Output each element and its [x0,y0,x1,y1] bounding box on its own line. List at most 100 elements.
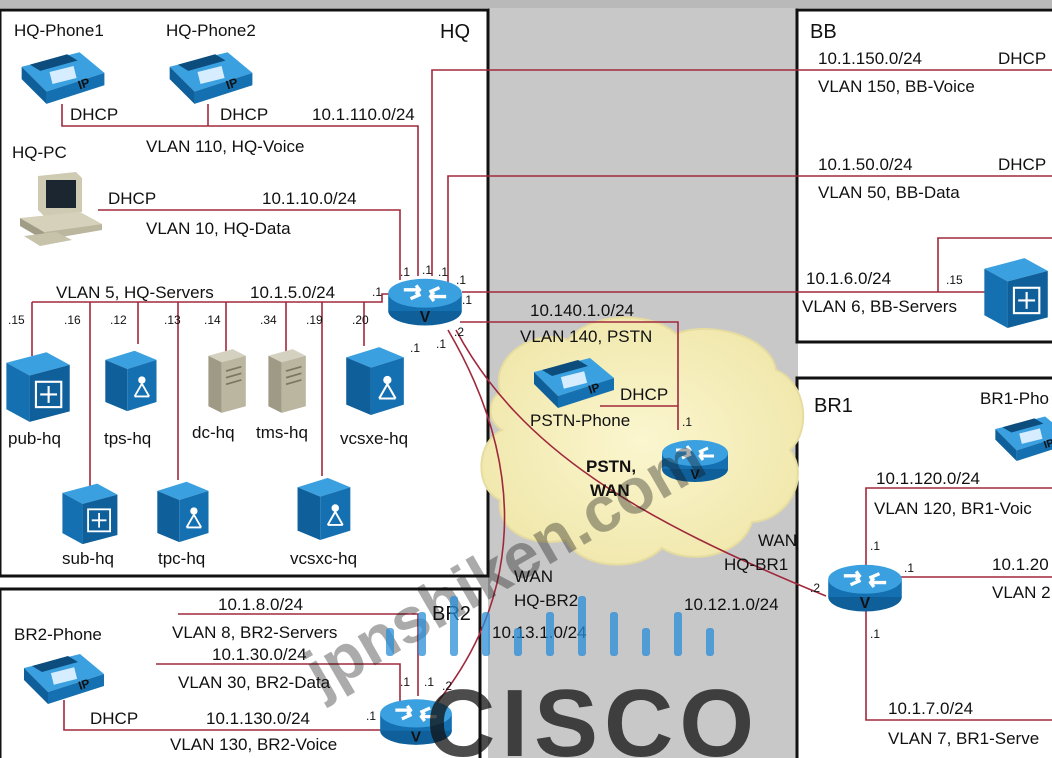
link-br2-data [156,663,401,702]
site-title-br1: BR1 [814,395,853,417]
bb-server-host: .15 [946,273,963,287]
host-16: .16 [64,313,81,327]
pstn-dhcp: DHCP [620,385,668,404]
hq-phone2-dhcp: DHCP [220,105,268,124]
hq-phone2-label: HQ-Phone2 [166,21,256,40]
link-hq-bb-voice [431,69,1052,276]
br2-data-vlan: VLAN 30, BR2-Data [178,673,331,692]
hq-iface-h: .2 [454,325,464,339]
hq-pc-label: HQ-PC [12,143,67,162]
bb-voice-vlan: VLAN 150, BB-Voice [818,77,975,96]
host-20: .20 [352,313,369,327]
hq-iface-f: .1 [462,293,472,307]
hq-iface-c: .1 [438,265,448,279]
br2-iface-d: .1 [366,709,376,723]
hq-iface-a: .1 [400,265,410,279]
link-hq-servers-bus [32,293,392,303]
bb-servers-vlan: VLAN 6, BB-Servers [802,297,957,316]
br1-servers-vlan: VLAN 7, BR1-Serve [888,729,1039,748]
hq-voice-subnet: 10.1.110.0/24 [312,105,415,124]
br1-voice-vlan: VLAN 120, BR1-Voic [874,499,1032,518]
cisco-logo-bars [386,596,714,656]
dc-hq-icon[interactable] [207,348,247,414]
hq-servers-vlan: VLAN 5, HQ-Servers [56,283,214,302]
br2-servers-vlan: VLAN 8, BR2-Servers [172,623,337,642]
bb-data-subnet: 10.1.50.0/24 [818,155,913,174]
br1-router-icon[interactable] [828,565,902,612]
sub-hq-icon[interactable] [61,482,119,546]
wan-hq-br1-l2: HQ-BR1 [724,555,788,574]
bb-voice-dhcp: DHCP [998,49,1046,68]
site-title-bb: BB [810,21,837,43]
hq-phone1-label: HQ-Phone1 [14,21,104,40]
br2-iface-b: .1 [424,675,434,689]
hq-pc-dhcp: DHCP [108,189,156,208]
host-15: .15 [8,313,25,327]
bb-server-icon[interactable] [983,257,1049,330]
hq-data-vlan: VLAN 10, HQ-Data [146,219,291,238]
host-14: .14 [204,313,221,327]
site-title-hq: HQ [440,21,470,43]
hq-iface-g2: .1 [436,337,446,351]
cloud-label-pstn: PSTN, [586,457,636,476]
dc-hq-label: dc-hq [192,423,235,442]
br2-iface-c: .2 [442,679,452,693]
vcsxe-hq-label: vcsxe-hq [340,429,408,448]
br1-iface-top: .1 [870,539,880,553]
wan-hq-br2-subnet: 10.13.1.0/24 [492,623,587,642]
wan-hq-br1-subnet: 10.12.1.0/24 [684,595,779,614]
br1-phone-label: BR1-Pho [980,389,1049,408]
link-wan-hq-br1 [455,329,827,597]
vcsxc-hq-label: vcsxc-hq [290,549,357,568]
tms-hq-label: tms-hq [256,423,308,442]
host-34: .34 [260,313,277,327]
hq-router-icon[interactable] [386,276,464,329]
link-hq-phone1 [61,104,419,276]
host-12: .12 [110,313,127,327]
hq-iface-g: .1 [410,341,420,355]
br1-iface-bottom: .1 [870,627,880,641]
host-19: .19 [306,313,323,327]
br2-phone-label: BR2-Phone [14,625,102,644]
br2-voice-subnet: 10.1.130.0/24 [206,709,310,728]
tms-hq-icon[interactable] [267,348,307,414]
br1-voice-subnet: 10.1.120.0/24 [876,469,980,488]
tpc-hq-icon[interactable] [156,480,210,544]
link-br1-servers [865,606,1052,721]
tpc-hq-label: tpc-hq [158,549,205,568]
link-hq-pstn [460,321,679,430]
link-wan-hq-br2 [435,329,506,705]
top-bar [0,0,1052,8]
tps-hq-icon[interactable] [104,349,158,413]
sub-hq-label: sub-hq [62,549,114,568]
br1-servers-subnet: 10.1.7.0/24 [888,699,973,718]
hq-iface-d: .1 [456,273,466,287]
hq-phone1-dhcp: DHCP [70,105,118,124]
br1-data-subnet: 10.1.20 [992,555,1049,574]
br1-iface-right: .1 [904,561,914,575]
bb-data-vlan: VLAN 50, BB-Data [818,183,960,202]
bb-servers-subnet: 10.1.6.0/24 [806,269,891,288]
link-hq-bb-data [447,175,1052,282]
pstn-subnet: 10.140.1.0/24 [530,301,634,320]
hq-iface-e: .1 [372,285,382,299]
hq-data-subnet: 10.1.10.0/24 [262,189,357,208]
bb-data-dhcp: DHCP [998,155,1046,174]
vcsxc-hq-icon[interactable] [296,476,352,542]
link-br2-servers [178,613,419,696]
hq-iface-b: .1 [422,263,432,277]
br1-iface-wan: .2 [810,581,820,595]
vcsxe-hq-icon[interactable] [345,345,405,417]
hq-voice-vlan: VLAN 110, HQ-Voice [146,137,304,156]
br2-phone-dhcp: DHCP [90,709,138,728]
wan-hq-br1-l1: WAN [758,531,797,550]
br2-data-subnet: 10.1.30.0/24 [212,645,307,664]
pub-hq-icon[interactable] [5,351,71,423]
hq-servers-subnet: 10.1.5.0/24 [250,283,335,302]
bb-voice-subnet: 10.1.150.0/24 [818,49,922,68]
pstn-router-iface: .1 [682,415,692,429]
link-br1-voice [865,487,1052,566]
pstn-phone-label: PSTN-Phone [530,411,630,430]
br2-servers-subnet: 10.1.8.0/24 [218,595,303,614]
